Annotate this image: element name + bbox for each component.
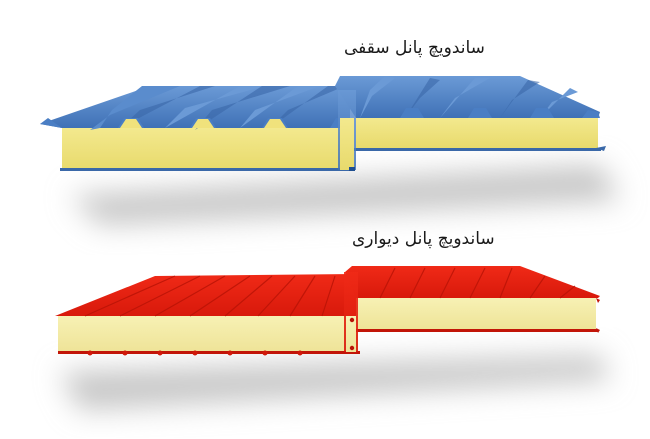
wall-panel-shadow — [60, 355, 610, 410]
roof-panel-shadow — [70, 165, 620, 225]
roof-sandwich-panel — [40, 76, 606, 171]
wall-panel-caption: ساندویچ پانل دیواری — [352, 229, 495, 249]
wall-sandwich-panel — [55, 266, 600, 356]
roof-panel-caption: ساندویچ پانل سقفی — [344, 38, 485, 58]
